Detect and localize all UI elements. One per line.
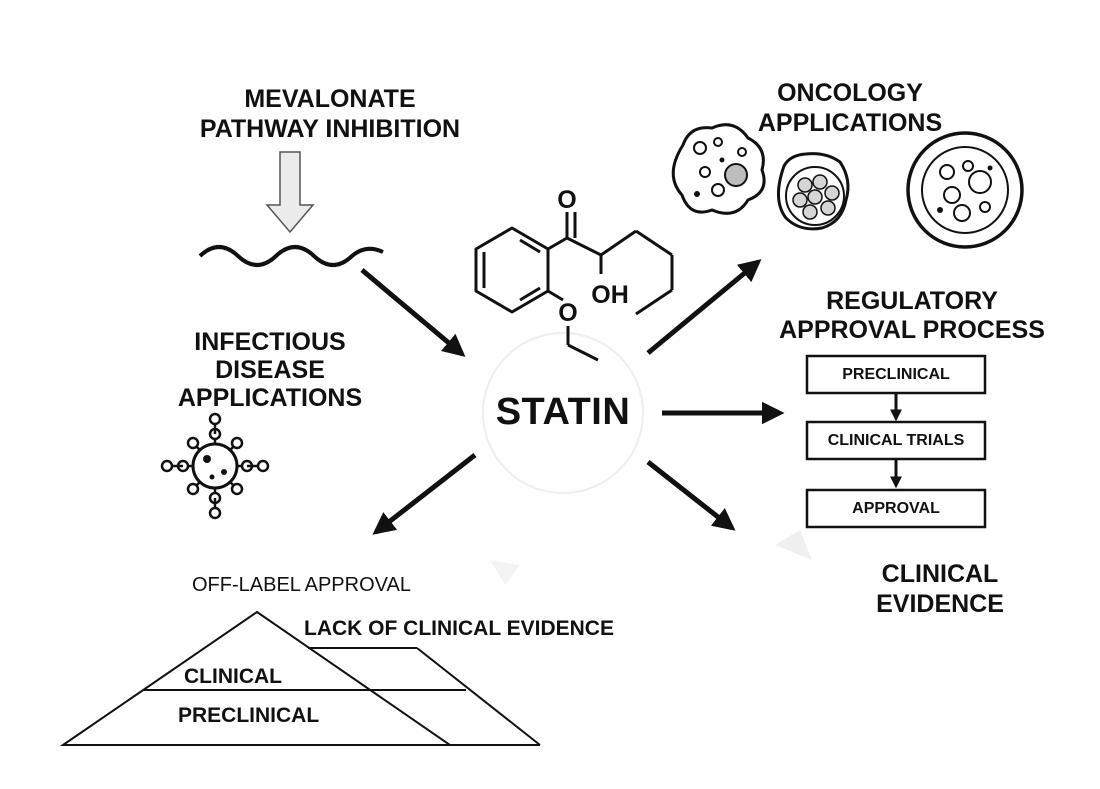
- oncology-title-line2: APPLICATIONS: [757, 109, 943, 137]
- evidence-pyramid: [59, 610, 541, 746]
- oncology-title-line1: ONCOLOGY: [777, 79, 923, 107]
- cancer-cell-icon: [671, 123, 766, 215]
- regulatory-title-line1: REGULATORY: [826, 287, 998, 315]
- clinical-evidence-line2: EVIDENCE: [876, 590, 1004, 618]
- infectious-title-line2: DISEASE: [215, 356, 325, 384]
- down-arrow-icon: [265, 151, 315, 234]
- cancer-cell-icon: [906, 131, 1024, 249]
- center-circle: [482, 332, 644, 494]
- arrow-mevalonate-to-statin: [360, 268, 466, 357]
- statin-molecule-icon: [474, 212, 674, 362]
- regulatory-title-line2: APPROVAL PROCESS: [779, 316, 1045, 344]
- infectious-title-line3: APPLICATIONS: [177, 384, 363, 412]
- arrow-statin-to-off-label: [372, 453, 477, 535]
- step-label-clinical-trials: CLINICAL TRIALS: [827, 432, 965, 449]
- mevalonate-title-line1: MEVALONATE: [244, 85, 416, 113]
- statin-label: STATIN: [495, 391, 631, 433]
- virus-icon: [160, 412, 270, 520]
- molecule-carbonyl-o: O: [557, 186, 577, 214]
- mevalonate-title-line2: PATHWAY INHIBITION: [199, 115, 461, 143]
- pyramid-preclinical: PRECLINICAL: [178, 704, 320, 727]
- wavy-membrane-icon: [198, 245, 384, 267]
- arrow-statin-to-oncology: [646, 259, 762, 355]
- faded-artifact: [490, 560, 520, 585]
- pyramid-off-label-approval: OFF-LABEL APPROVAL: [192, 574, 411, 596]
- step-label-approval: APPROVAL: [852, 500, 940, 517]
- molecule-hydroxyl: OH: [591, 281, 629, 309]
- pyramid-clinical: CLINICAL: [184, 665, 282, 688]
- cancer-cell-icon: [777, 152, 850, 231]
- pyramid-lack-of-clinical-evidence: LACK OF CLINICAL EVIDENCE: [304, 617, 614, 640]
- infectious-title-line1: INFECTIOUS: [194, 328, 346, 356]
- molecule-ether-o: O: [558, 299, 578, 327]
- step-label-preclinical: PRECLINICAL: [842, 366, 950, 383]
- clinical-evidence-line1: CLINICAL: [881, 560, 999, 588]
- arrow-statin-to-clinical-evidence: [646, 460, 736, 531]
- faded-artifact: [775, 530, 812, 560]
- step-box-approval: [805, 488, 987, 529]
- step-box-preclinical: [805, 354, 987, 395]
